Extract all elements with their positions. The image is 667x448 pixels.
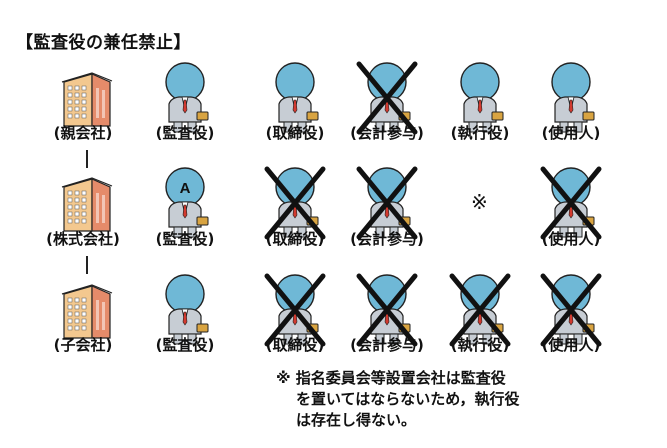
asterisk-mark: ※ (471, 190, 488, 214)
connector-line (86, 150, 88, 168)
person-figure (543, 60, 599, 136)
footnote-line-1: ※ 指名委員会等設置会社は監査役 (276, 369, 506, 387)
position-label: (執行役) (450, 124, 510, 142)
position-label: (監査役) (155, 230, 215, 248)
connector-line (86, 256, 88, 274)
position-label: (使用人) (541, 230, 601, 248)
company-label: (親会社) (53, 124, 113, 142)
position-label: (監査役) (155, 124, 215, 142)
company-building-icon (60, 280, 114, 340)
person-figure (157, 272, 213, 348)
company-building-icon (60, 68, 114, 128)
company-label: (子会社) (53, 336, 113, 354)
company-building-icon (60, 173, 114, 233)
position-label: (会計参与) (350, 230, 424, 248)
position-label: (使用人) (541, 336, 601, 354)
person-figure (157, 60, 213, 136)
svg-text:A: A (180, 180, 191, 197)
footnote-line-3: は存在し得ない。 (296, 411, 417, 429)
person-figure (267, 60, 323, 136)
position-label: (取締役) (265, 124, 325, 142)
position-label: (監査役) (155, 336, 215, 354)
footnote: ※ 指名委員会等設置会社は監査役 を置いてはならないため，執行役 は存在し得ない… (276, 368, 520, 431)
company-label: (株式会社) (46, 230, 120, 248)
position-label: (使用人) (541, 124, 601, 142)
person-figure (452, 60, 508, 136)
diagram-title: 【監査役の兼任禁止】 (16, 33, 191, 53)
person-figure: A (157, 165, 213, 241)
footnote-line-2: を置いてはならないため，執行役 (296, 390, 520, 408)
